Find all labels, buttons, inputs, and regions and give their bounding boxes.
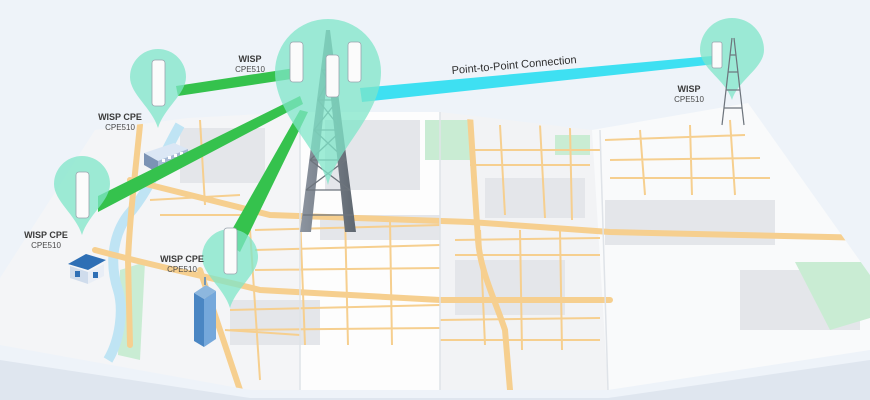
cpe3-node: WISP CPE CPE510: [160, 227, 258, 308]
house-icon: [68, 254, 106, 284]
major-roads: [92, 112, 870, 390]
map-folds: [299, 112, 609, 391]
cpe-antenna-icon: [711, 41, 723, 69]
tower-model: CPE510: [235, 65, 265, 74]
remote-node: WISP CPE510: [674, 18, 764, 126]
cpe3-model: CPE510: [167, 265, 197, 274]
remote-title: WISP: [677, 84, 700, 94]
cpe1-model: CPE510: [105, 123, 135, 132]
remote-model: CPE510: [674, 95, 704, 104]
cpe2-title: WISP CPE: [24, 230, 68, 240]
wireless-links: Point-to-Point Connection: [98, 54, 716, 252]
map-pin-icon: [700, 18, 764, 100]
minor-roads: [149, 119, 770, 381]
map-shadow: [0, 360, 870, 400]
point-to-point-link: [360, 56, 716, 102]
radio-tower-icon: [721, 37, 745, 126]
tower-title: WISP: [238, 54, 261, 64]
link-cpe1-tower: [176, 68, 298, 96]
cpe1-node: WISP CPE CPE510: [98, 49, 186, 132]
cpe1-title: WISP CPE: [98, 112, 142, 122]
link-cpe3-tower: [225, 110, 308, 252]
cpe2-model: CPE510: [31, 241, 61, 250]
cpe-antenna-icon: [223, 227, 238, 275]
cpe-antenna-icon: [75, 171, 90, 219]
cpe2-node: WISP CPE CPE510: [24, 156, 110, 250]
cpe3-title: WISP CPE: [160, 254, 204, 264]
cpe-antenna-icon: [289, 41, 362, 98]
cpe-antenna-icon: [151, 59, 166, 107]
link-cpe2-tower: [98, 96, 303, 212]
skyscraper-icon: [194, 277, 216, 347]
